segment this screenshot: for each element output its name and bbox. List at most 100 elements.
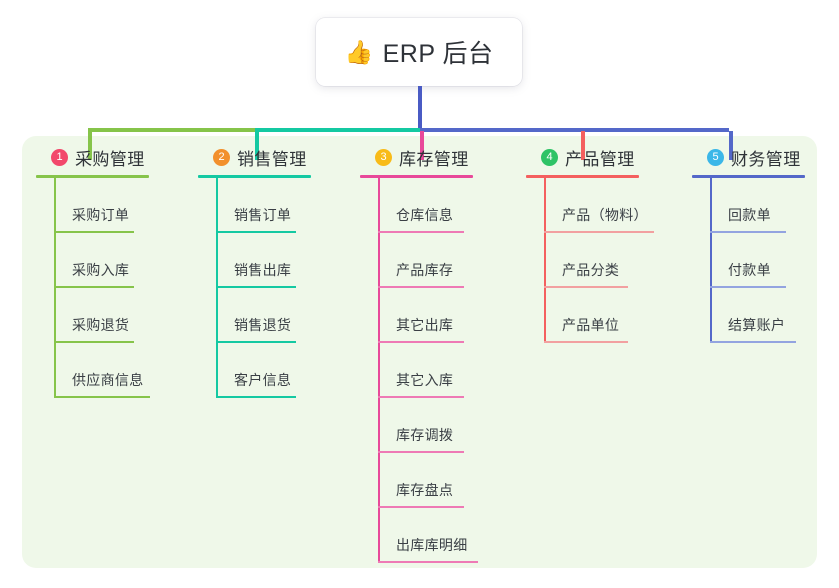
list-item[interactable]: 结算账户 xyxy=(710,288,805,343)
list-item[interactable]: 客户信息 xyxy=(216,343,311,398)
list-item[interactable]: 其它出库 xyxy=(378,288,473,343)
column-product: 4 产品管理产品（物料） 产品分类产品单位 xyxy=(526,145,654,343)
list-item-rule xyxy=(54,396,150,398)
column-badge-sales: 2 xyxy=(213,148,230,166)
column-title-sales: 销售管理 xyxy=(237,149,307,169)
list-item-label: 供应商信息 xyxy=(72,372,144,388)
column-badge-purchase: 1 xyxy=(51,148,68,166)
list-item-label: 产品分类 xyxy=(562,262,620,278)
list-item[interactable]: 销售订单 xyxy=(216,178,311,233)
drop-connector-product xyxy=(581,131,585,160)
list-item[interactable]: 库存调拨 xyxy=(378,398,473,453)
list-item-label: 出库库明细 xyxy=(396,537,468,553)
list-item-label: 库存盘点 xyxy=(396,482,454,498)
list-item-label: 其它出库 xyxy=(396,317,454,333)
list-item[interactable]: 产品（物料） xyxy=(544,178,654,233)
list-item[interactable]: 采购入库 xyxy=(54,233,149,288)
column-title-inventory: 库存管理 xyxy=(399,149,469,169)
column-header-purchase[interactable]: 1 采购管理 xyxy=(36,145,149,169)
column-sales: 2 销售管理销售订单销售出库销售退货客户信息 xyxy=(198,145,311,398)
list-item-label: 销售出库 xyxy=(234,262,292,278)
column-badge-inventory: 3 xyxy=(375,148,392,166)
root-node-label: ERP 后台 xyxy=(382,40,494,68)
column-inventory: 3 库存管理仓库信息产品库存其它出库其它入库库存调拨库存盘点出库库明细 xyxy=(360,145,478,563)
list-item-label: 库存调拨 xyxy=(396,427,454,443)
list-item-label: 销售退货 xyxy=(234,317,292,333)
list-item[interactable]: 销售出库 xyxy=(216,233,311,288)
thumbs-up-icon: 👍 xyxy=(344,38,374,65)
column-items-sales: 销售订单销售出库销售退货客户信息 xyxy=(198,178,311,398)
list-item-rule xyxy=(216,231,296,233)
list-item-rule xyxy=(378,396,464,398)
list-item[interactable]: 采购订单 xyxy=(54,178,149,233)
content-panel xyxy=(22,136,817,568)
list-item-rule xyxy=(378,506,464,508)
list-item[interactable]: 采购退货 xyxy=(54,288,149,343)
column-items-inventory: 仓库信息产品库存其它出库其它入库库存调拨库存盘点出库库明细 xyxy=(360,178,478,563)
list-item-rule xyxy=(544,286,628,288)
column-title-purchase: 采购管理 xyxy=(75,149,145,169)
column-header-rule-inventory xyxy=(360,175,473,178)
list-item[interactable]: 出库库明细 xyxy=(378,508,478,563)
bus-segment-teal xyxy=(255,128,420,132)
list-item[interactable]: 库存盘点 xyxy=(378,453,473,508)
list-item-label: 产品库存 xyxy=(396,262,454,278)
list-item-label: 其它入库 xyxy=(396,372,454,388)
column-header-sales[interactable]: 2 销售管理 xyxy=(198,145,311,169)
column-spine-purchase xyxy=(54,178,56,398)
list-item-rule xyxy=(710,231,786,233)
column-items-purchase: 采购订单采购入库采购退货供应商信息 xyxy=(36,178,150,398)
list-item[interactable]: 销售退货 xyxy=(216,288,311,343)
list-item-label: 采购退货 xyxy=(72,317,130,333)
list-item-label: 回款单 xyxy=(728,207,771,223)
list-item[interactable]: 供应商信息 xyxy=(54,343,150,398)
column-header-product[interactable]: 4 产品管理 xyxy=(526,145,639,169)
list-item-rule xyxy=(378,286,464,288)
list-item[interactable]: 产品单位 xyxy=(544,288,639,343)
list-item-label: 销售订单 xyxy=(234,207,292,223)
drop-connector-inventory xyxy=(420,131,424,160)
column-spine-product xyxy=(544,178,546,343)
drop-connector-sales xyxy=(255,131,259,160)
list-item-rule xyxy=(378,341,464,343)
list-item-label: 仓库信息 xyxy=(396,207,454,223)
column-items-product: 产品（物料） 产品分类产品单位 xyxy=(526,178,654,343)
list-item-rule xyxy=(544,231,654,233)
column-badge-product: 4 xyxy=(541,148,558,166)
list-item-rule xyxy=(216,396,296,398)
list-item-label: 产品（物料） xyxy=(562,207,648,223)
trunk-connector xyxy=(418,86,422,132)
root-node-card[interactable]: 👍 ERP 后台 xyxy=(316,18,522,86)
list-item-label: 结算账户 xyxy=(728,317,786,333)
list-item-rule xyxy=(54,341,134,343)
list-item-rule xyxy=(378,561,478,563)
list-item-rule xyxy=(710,341,796,343)
list-item-rule xyxy=(216,341,296,343)
column-spine-finance xyxy=(710,178,712,343)
column-items-finance: 回款单付款单结算账户 xyxy=(692,178,805,343)
bus-segment-green xyxy=(88,128,255,132)
list-item[interactable]: 付款单 xyxy=(710,233,805,288)
column-purchase: 1 采购管理采购订单采购入库采购退货供应商信息 xyxy=(36,145,150,398)
column-title-product: 产品管理 xyxy=(565,149,635,169)
list-item-rule xyxy=(216,286,296,288)
list-item[interactable]: 其它入库 xyxy=(378,343,473,398)
list-item-label: 付款单 xyxy=(728,262,771,278)
list-item[interactable]: 产品分类 xyxy=(544,233,639,288)
list-item-label: 采购订单 xyxy=(72,207,130,223)
list-item-rule xyxy=(710,286,786,288)
column-header-rule-purchase xyxy=(36,175,149,178)
bus-segment-blue xyxy=(420,128,729,132)
column-badge-finance: 5 xyxy=(707,148,724,166)
list-item-rule xyxy=(54,286,134,288)
column-header-inventory[interactable]: 3 库存管理 xyxy=(360,145,473,169)
list-item[interactable]: 回款单 xyxy=(710,178,805,233)
list-item[interactable]: 仓库信息 xyxy=(378,178,473,233)
list-item-rule xyxy=(378,451,464,453)
drop-connector-finance xyxy=(729,131,733,160)
column-header-rule-product xyxy=(526,175,639,178)
list-item[interactable]: 产品库存 xyxy=(378,233,473,288)
root-node-title: 👍 ERP 后台 xyxy=(344,34,493,70)
